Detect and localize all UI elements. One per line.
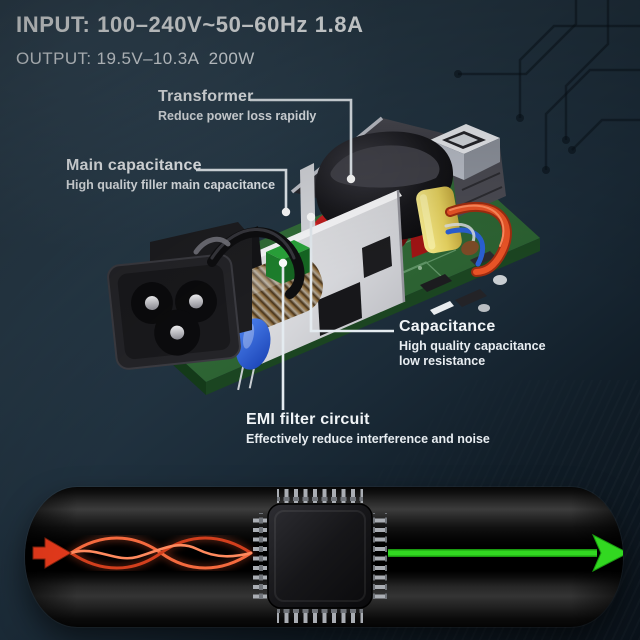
leader-dots (278, 174, 356, 268)
callout-capacitance: Capacitance High quality capacitance low… (399, 318, 546, 369)
yellow-film-capacitor (416, 186, 462, 254)
callout-transformer: Transformer Reduce power loss rapidly (158, 88, 316, 124)
cloverleaf-socket (130, 280, 218, 356)
leader-line-capacitance (309, 217, 394, 333)
signal-graphic (32, 489, 623, 623)
noisy-signal-waves (67, 534, 255, 572)
ac-inlet (107, 222, 252, 370)
noisy-input-arrow-icon (32, 537, 73, 569)
clean-output-arrow-icon (591, 533, 623, 573)
callout-capacitance-desc: High quality capacitance low resistance (399, 339, 546, 368)
leader-lines (196, 98, 394, 410)
callout-capacitance-title: Capacitance (399, 318, 496, 335)
leader-line-main-capacitance (196, 168, 288, 212)
callout-transformer-title: Transformer (158, 88, 254, 105)
leader-line-transformer (250, 98, 353, 179)
callout-main-capacitance: Main capacitance High quality filler mai… (66, 157, 275, 193)
callout-transformer-desc: Reduce power loss rapidly (158, 109, 317, 123)
input-spec-text: INPUT: 100–240V~50–60Hz 1.8A (16, 12, 364, 37)
ac-inlet-pins (144, 294, 204, 340)
callout-main-capacitance-title: Main capacitance (66, 157, 202, 174)
callout-main-capacitance-desc: High quality filler main capacitance (66, 178, 276, 192)
black-jumper-wire (193, 227, 305, 299)
output-wires (444, 202, 512, 277)
callout-emi: EMI filter circuit Effectively reduce in… (246, 411, 490, 447)
filter-chip (253, 489, 387, 623)
header: INPUT: 100–240V~50–60Hz 1.8A OUTPUT: 19.… (16, 12, 364, 69)
cable-banner (25, 487, 623, 627)
chip-pins (253, 489, 387, 623)
callout-emi-title: EMI filter circuit (246, 411, 370, 428)
callout-emi-desc: Effectively reduce interference and nois… (246, 432, 490, 446)
output-spec-text: OUTPUT: 19.5V–10.3A 200W (16, 49, 255, 68)
